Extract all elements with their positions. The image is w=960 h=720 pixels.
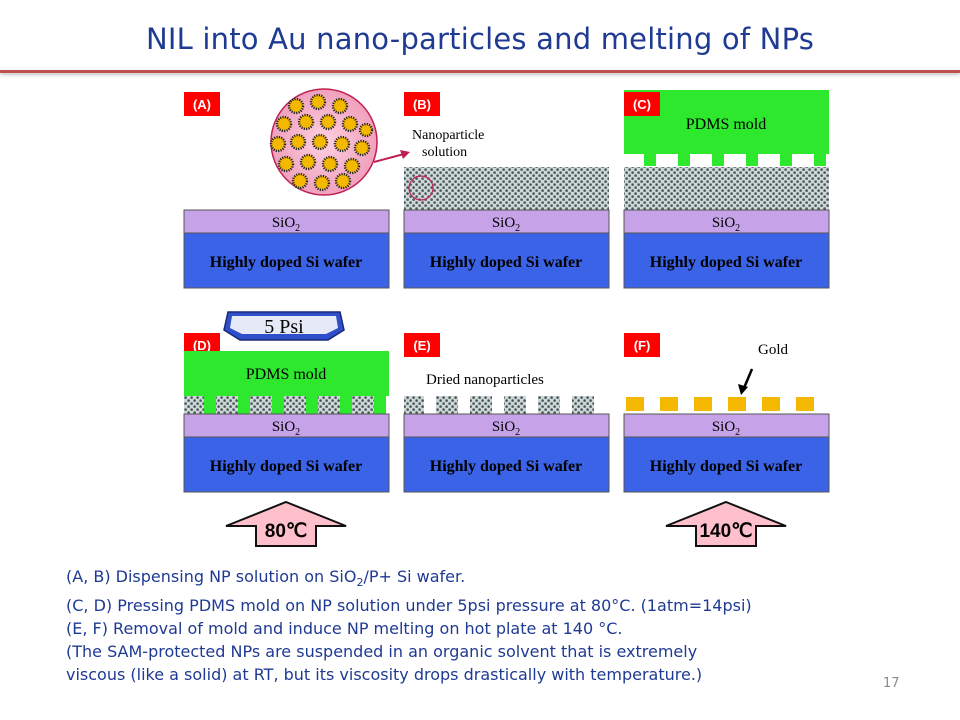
caption-line-1: (A, B) Dispensing NP solution on SiO2/P+… <box>66 567 466 590</box>
caption-line-3: (E, F) Removal of mold and induce NP mel… <box>66 619 623 639</box>
panel-e-label: Dried nanoparticles <box>426 372 544 388</box>
pressure-arrow: 5 Psi <box>223 311 345 341</box>
process-diagram: (A) SiO2 Highly doped Si wafer (B) Nanop… <box>178 84 838 558</box>
panel-b-tag: (B) <box>413 97 431 112</box>
panel-b-sio2: SiO2 <box>492 215 520 234</box>
panel-e-tag: (E) <box>413 338 430 353</box>
slide-number: 17 <box>883 676 900 691</box>
panel-f-tag: (F) <box>634 338 651 353</box>
caption-line-5: viscous (like a solid) at RT, but its vi… <box>66 665 703 685</box>
panel-c-np-layer <box>624 167 829 210</box>
panel-a-wafer: Highly doped Si wafer <box>210 254 362 271</box>
panel-b: (B) Nanoparticle solution SiO2 Highly do… <box>403 92 610 289</box>
panel-c: (C) PDMS mold SiO2 Highly doped Si wafer <box>623 90 830 289</box>
panel-c-wafer: Highly doped Si wafer <box>650 254 802 271</box>
panel-d-wafer: Highly doped Si wafer <box>210 458 362 475</box>
panel-a-tag: (A) <box>193 97 211 112</box>
panel-f: (F) Gold SiO2 Highly doped Si wafer 140℃ <box>623 333 830 547</box>
caption-line-4: (The SAM-protected NPs are suspended in … <box>66 642 698 662</box>
slide-title: NIL into Au nano-particles and melting o… <box>145 22 815 56</box>
callout-label-line1: Nanoparticle <box>412 128 484 143</box>
callout-label-line2: solution <box>422 145 467 160</box>
panel-a: (A) SiO2 Highly doped Si wafer <box>183 88 390 289</box>
panel-d-tag: (D) <box>193 338 211 353</box>
caption-line-2: (C, D) Pressing PDMS mold on NP solution… <box>66 596 752 616</box>
panel-c-tag: (C) <box>633 97 651 112</box>
panel-c-sio2: SiO2 <box>712 215 740 234</box>
title-divider <box>0 70 960 73</box>
panel-c-tag-box <box>624 92 660 116</box>
panel-e: (E) Dried nanoparticles SiO2 Highly dope… <box>403 333 610 493</box>
panel-b-wafer: Highly doped Si wafer <box>430 254 582 271</box>
heat-label-140: 140℃ <box>699 521 752 542</box>
panel-d-mold-label: PDMS mold <box>246 366 326 383</box>
panel-a-tag-box <box>184 92 220 116</box>
heat-arrow-80: 80℃ <box>225 500 347 547</box>
panel-f-label: Gold <box>758 342 789 358</box>
panel-d-mold <box>184 351 389 396</box>
pressure-label: 5 Psi <box>264 316 304 338</box>
gold-pointer <box>738 368 754 395</box>
np-solution-layer <box>404 167 609 210</box>
panel-f-sio2: SiO2 <box>712 419 740 438</box>
panel-a-sio2: SiO2 <box>272 215 300 234</box>
callout-arrow <box>373 150 410 163</box>
caption: (A, B) Dispensing NP solution on SiO2/P+… <box>66 565 896 686</box>
panel-d-sio2: SiO2 <box>272 419 300 438</box>
panel-f-tag-box <box>624 333 660 357</box>
panel-c-mold-label: PDMS mold <box>686 116 766 133</box>
panel-b-tag-box <box>404 92 440 116</box>
panel-e-wafer: Highly doped Si wafer <box>430 458 582 475</box>
panel-f-wafer: Highly doped Si wafer <box>650 458 802 475</box>
heat-arrow-140: 140℃ <box>665 500 787 547</box>
panel-e-sio2: SiO2 <box>492 419 520 438</box>
panel-e-tag-box <box>404 333 440 357</box>
nanoparticle-bubble <box>269 88 378 196</box>
heat-label-80: 80℃ <box>265 521 307 542</box>
panel-d: 5 Psi (D) PDMS mold SiO2 Highly doped Si… <box>183 311 390 547</box>
